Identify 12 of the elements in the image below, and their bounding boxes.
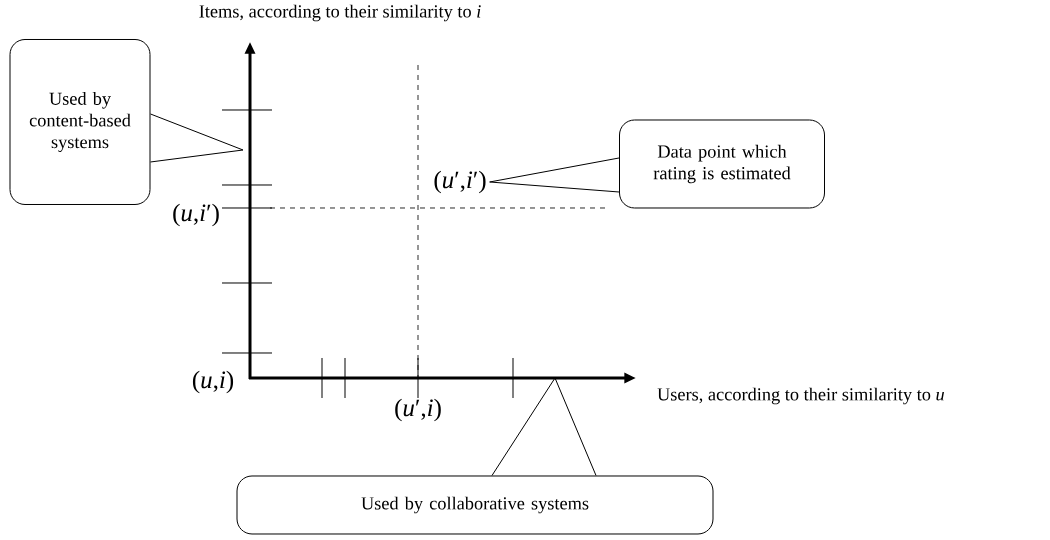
point-label: (u,i) bbox=[192, 370, 234, 394]
point-label: (u′,i) bbox=[395, 398, 441, 422]
point-label: (u′,i′) bbox=[434, 170, 486, 194]
leader-line bbox=[491, 377, 597, 476]
callout-box: Used by content-based systems bbox=[9, 39, 151, 205]
leader-line bbox=[489, 157, 620, 193]
point-label: (u,i′) bbox=[173, 203, 219, 227]
callout-box: Used by collaborative systems bbox=[236, 475, 714, 535]
axis-title: Users, according to their similarity to u bbox=[657, 387, 944, 405]
leader-line bbox=[150, 113, 244, 163]
callout-box: Data point which rating is estimated bbox=[619, 119, 825, 209]
axis-title: Items, according to their similarity to i bbox=[199, 4, 481, 22]
